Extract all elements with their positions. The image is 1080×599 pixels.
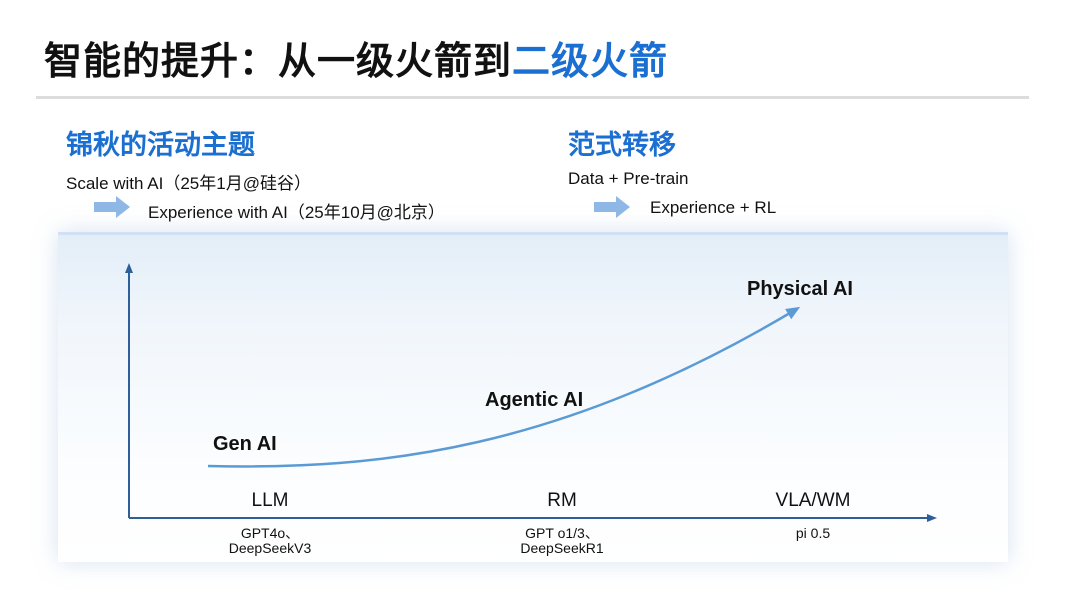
model-label-rm: GPT o1/3、 DeepSeekR1 <box>492 526 632 556</box>
stage-label-agentic-ai: Agentic AI <box>485 389 584 411</box>
right-arrow-icon <box>594 196 630 218</box>
growth-curve <box>207 306 801 468</box>
left-line-1: Scale with AI（25年1月@硅谷） <box>66 174 311 193</box>
right-line-1: Data + Pre-train <box>568 169 689 188</box>
axis-label-rm: RM <box>547 490 577 511</box>
axis-label-vla-wm: VLA/WM <box>775 490 851 511</box>
title-accent: 二级火箭 <box>512 39 669 83</box>
model-label-llm: GPT4o、 DeepSeekV3 <box>200 526 340 556</box>
right-line-2: Experience + RL <box>650 198 777 217</box>
title-divider <box>36 96 1029 99</box>
right-heading: 范式转移 <box>568 130 676 161</box>
model-label-vla-wm: pi 0.5 <box>743 526 883 541</box>
model-label-line: pi 0.5 <box>795 525 831 541</box>
axis-label-llm: LLM <box>251 490 289 511</box>
diagram-panel <box>58 232 1008 562</box>
title-main: 智能的提升：从一级火箭到 <box>44 39 513 83</box>
stage-label-physical-ai: Physical AI <box>747 278 853 300</box>
model-label-line: DeepSeekR1 <box>520 540 604 556</box>
model-label-line: GPT4o、 <box>240 525 300 541</box>
page-title: 智能的提升：从一级火箭到二级火箭 <box>44 30 668 85</box>
model-label-line: DeepSeekV3 <box>228 540 312 556</box>
left-line-2: Experience with AI（25年10月@北京） <box>148 203 445 222</box>
right-arrow-icon <box>94 196 130 218</box>
model-label-line: GPT o1/3、 <box>525 525 599 541</box>
stage-label-gen-ai: Gen AI <box>213 433 277 455</box>
left-heading: 锦秋的活动主题 <box>66 130 255 161</box>
panel-top-border <box>58 232 1008 235</box>
